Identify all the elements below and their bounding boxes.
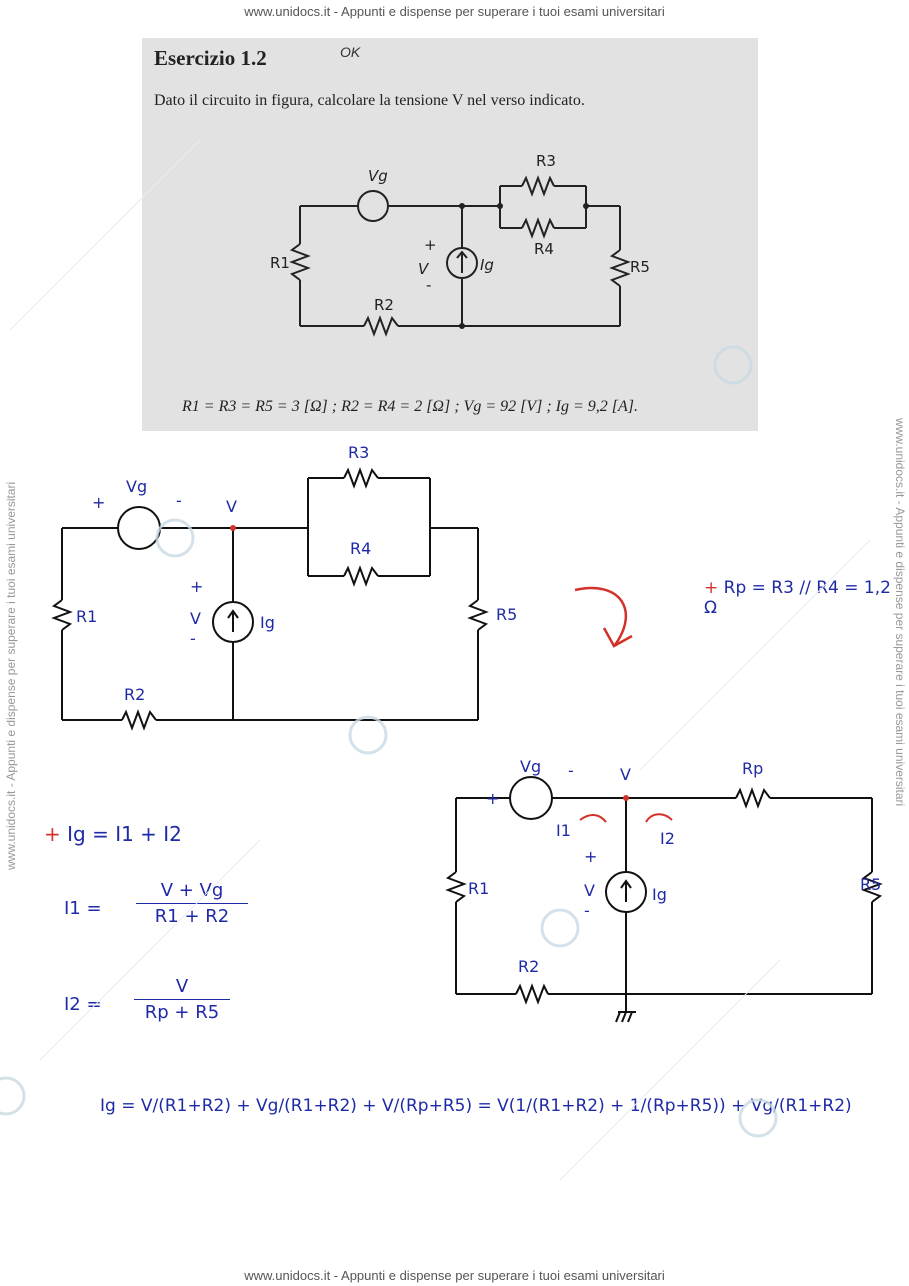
c1-minus: -: [176, 491, 182, 510]
c2-r5: R5: [860, 875, 881, 894]
c2-v: V: [584, 881, 595, 900]
scan-r4-label: R4: [534, 240, 554, 258]
scan-v-label: V: [418, 260, 430, 278]
kcl-bullet: +: [44, 822, 61, 846]
c1-r3: R3: [348, 443, 369, 462]
scan-plus-label: +: [424, 236, 437, 254]
c2-ig: Ig: [652, 885, 667, 904]
c1-v-minus: -: [190, 629, 196, 648]
c2-i2: I2: [660, 829, 675, 848]
i1-denominator: R1 + R2: [154, 906, 230, 927]
i1-arrow-icon: [579, 814, 607, 823]
exercise-statement: Dato il circuito in figura, calcolare la…: [154, 92, 585, 109]
c2-minus: -: [568, 761, 574, 780]
i1-numerator: V + Vg: [136, 880, 248, 904]
c2-plus: +: [486, 789, 499, 808]
scan-ig-label: Ig: [480, 256, 494, 274]
handwritten-circuit-1: + Vg - V + V - Ig R3 R4 R5 R1 R2: [51, 443, 633, 731]
c1-v: V: [190, 609, 201, 628]
c2-i1: I1: [556, 821, 571, 840]
c1-r1: R1: [76, 607, 97, 626]
i2-arrow-icon: [645, 813, 673, 823]
c1-v-plus: +: [190, 577, 203, 596]
handwritten-circuit-2: + Vg - V Rp I1 I2 + V - Ig R1 R2 R5: [445, 760, 883, 1023]
rp-bullet: +: [704, 578, 719, 598]
exercise-title: Esercizio 1.2: [154, 46, 267, 70]
scan-r2-label: R2: [374, 296, 394, 314]
final-equation: Ig = V/(R1+R2) + Vg/(R1+R2) + V/(Rp+R5) …: [100, 1096, 852, 1116]
scan-vg-label: Vg: [368, 167, 388, 185]
scan-r5-label: R5: [630, 258, 650, 276]
c2-v-plus: +: [584, 847, 597, 866]
c1-r4: R4: [350, 539, 371, 558]
c2-vg: Vg: [520, 760, 541, 776]
c2-rp: Rp: [742, 760, 763, 778]
exercise-values: R1 = R3 = R5 = 3 [Ω] ; R2 = R4 = 2 [Ω] ;…: [182, 398, 639, 415]
logo-watermark-icon: [0, 1076, 26, 1116]
c2-node-v: V: [620, 765, 631, 784]
c1-vg: Vg: [126, 477, 147, 496]
scan-minus-label: -: [426, 276, 431, 294]
top-banner: www.unidocs.it - Appunti e dispense per …: [244, 4, 665, 19]
scan-r3-label: R3: [536, 152, 556, 170]
bottom-banner: www.unidocs.it - Appunti e dispense per …: [244, 1268, 665, 1283]
scan-r1-label: R1: [270, 254, 290, 272]
ok-mark: OK: [340, 44, 361, 60]
transform-arrow-icon: [574, 586, 627, 646]
c1-r5: R5: [496, 605, 517, 624]
scan-circuit-diagram: Vg Ig V + - R1 R2 R3 R4 R5: [270, 152, 650, 337]
c1-node-v: V: [226, 497, 237, 516]
rp-equation: + Rp = R3 // R4 = 1,2 Ω: [704, 578, 891, 618]
kcl-equation: + Ig = I1 + I2: [44, 822, 182, 846]
scanned-exercise: Esercizio 1.2 OK Dato il circuito in fig…: [142, 38, 758, 431]
i2-denominator: Rp + R5: [144, 1002, 220, 1023]
c2-r2: R2: [518, 957, 539, 976]
c2-v-minus: -: [584, 901, 590, 920]
c1-r2: R2: [124, 685, 145, 704]
c2-r1: R1: [468, 879, 489, 898]
i2-numerator: V: [134, 976, 230, 1000]
c1-plus: +: [92, 493, 105, 512]
c1-ig: Ig: [260, 613, 275, 632]
